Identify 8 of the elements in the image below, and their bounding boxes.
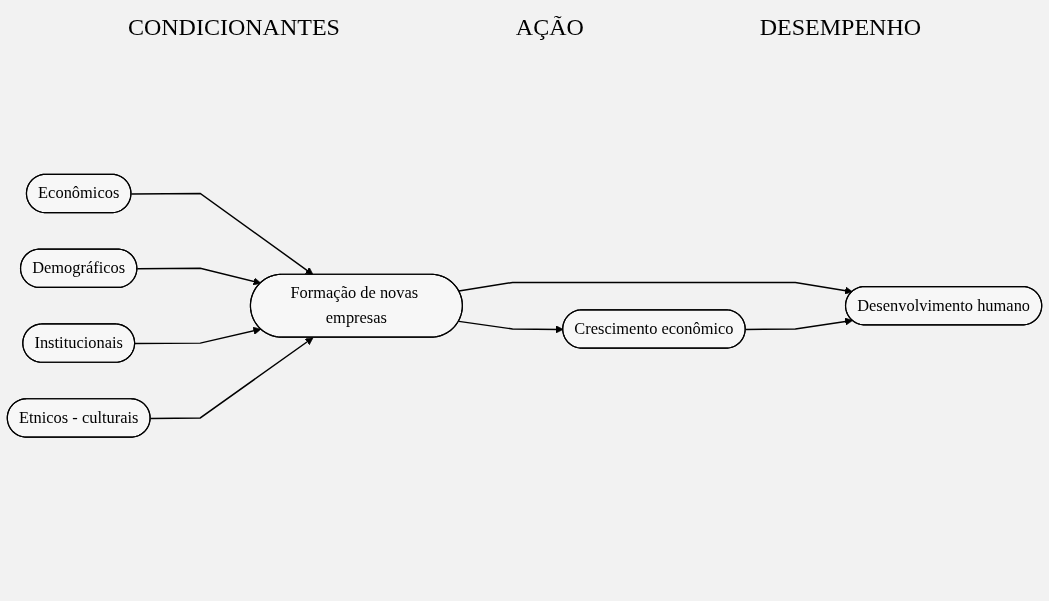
arrow bbox=[134, 327, 262, 345]
arrow bbox=[458, 282, 853, 295]
arrow bbox=[458, 320, 564, 334]
arrow bbox=[136, 267, 262, 286]
column-heading: DESEMPENHO bbox=[759, 14, 922, 41]
arrow bbox=[130, 193, 314, 276]
column-heading: AÇÃO bbox=[515, 14, 584, 41]
column-heading: CONDICIONANTES bbox=[127, 14, 340, 41]
